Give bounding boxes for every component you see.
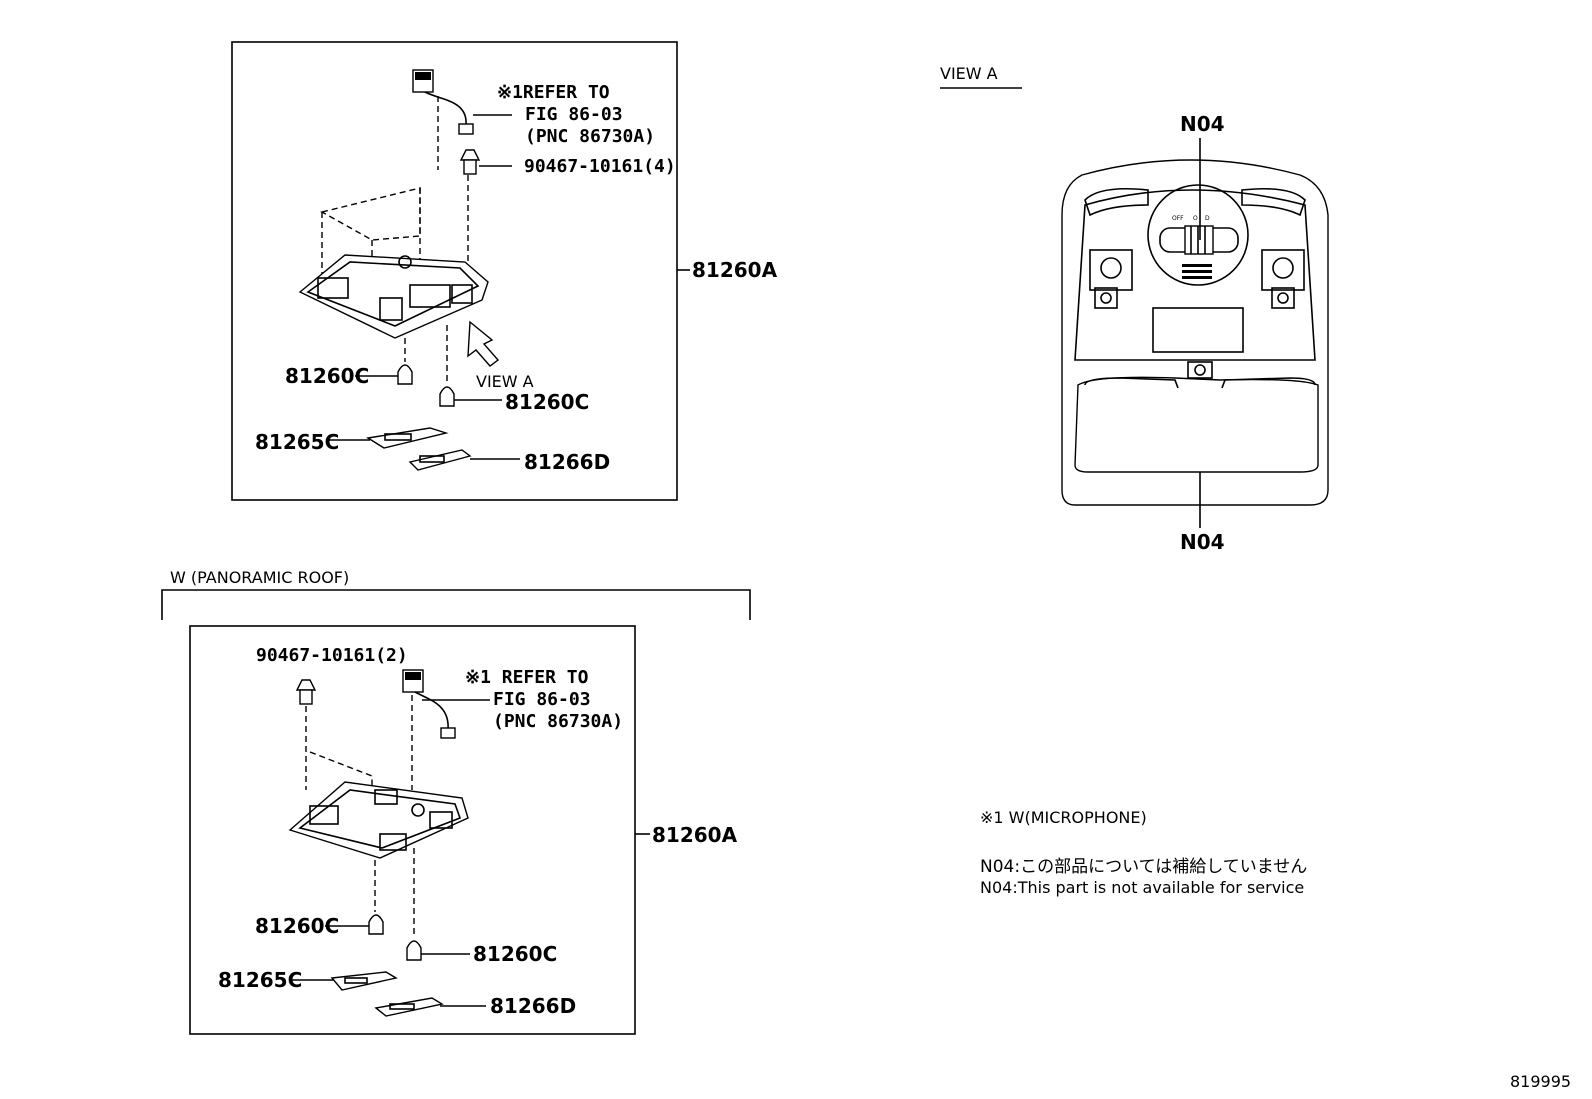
- panoramic-refer-note: ※1 REFER TO FIG 86-03 (PNC 86730A): [465, 667, 623, 733]
- clip-90467: [459, 149, 512, 175]
- top-lens-right-label: 81266D: [524, 450, 611, 474]
- bulb-right-81260C-panoramic: [406, 940, 470, 961]
- lens-81266D: [408, 449, 520, 471]
- connector-wire: [412, 69, 512, 135]
- note-n04-jp: N04:この部品については補給していません: [980, 857, 1308, 877]
- panoramic-lens-right-label: 81266D: [490, 994, 577, 1018]
- lens-81266D-panoramic: [374, 997, 486, 1017]
- view-a-label-bottom: N04: [1180, 530, 1225, 554]
- note-n04-en: N04:This part is not available for servi…: [980, 878, 1305, 897]
- top-refer-line-3: (PNC 86730A): [525, 126, 656, 147]
- panoramic-bulb-left-label: 81260C: [255, 914, 340, 938]
- panoramic-bracket: [161, 589, 751, 620]
- top-refer-line-2: FIG 86-03: [525, 104, 623, 125]
- svg-text:OFF: OFF: [1172, 215, 1184, 222]
- right-map-lamp: [1261, 249, 1305, 309]
- lens-81265C-panoramic: [290, 971, 398, 991]
- view-a-diagram: OFF O D: [940, 87, 1329, 528]
- lens-81265C: [328, 427, 449, 449]
- clip-90467-panoramic: [295, 679, 317, 705]
- view-a-label-top: N04: [1180, 112, 1225, 136]
- figure-number: 819995: [1510, 1072, 1572, 1091]
- panoramic-refer-line-2: FIG 86-03: [493, 689, 591, 710]
- top-clip-label: 90467-10161(4): [524, 156, 676, 177]
- lamp-assembly-81260A-panoramic: [288, 781, 650, 859]
- view-a-title: VIEW A: [940, 64, 998, 83]
- panoramic-frame: [189, 625, 636, 1035]
- panoramic-section: [161, 589, 751, 1035]
- bulb-right-81260C: [439, 386, 502, 407]
- sunglass-holder: [1074, 376, 1319, 473]
- panoramic-clip-label: 90467-10161(2): [256, 645, 408, 666]
- center-switch-panel: [1147, 184, 1249, 286]
- top-bulb-right-label: 81260C: [505, 390, 590, 414]
- panoramic-refer-line-3: (PNC 86730A): [493, 711, 624, 732]
- top-assembly-label: 81260A: [692, 258, 778, 282]
- bulb-left-81260C-panoramic: [325, 914, 384, 935]
- panoramic-lens-left-label: 81265C: [218, 968, 303, 992]
- left-map-lamp: [1089, 249, 1133, 309]
- top-bulb-left-label: 81260C: [285, 364, 370, 388]
- svg-text:O: O: [1193, 215, 1198, 222]
- view-a-arrow: [467, 320, 500, 367]
- lamp-assembly-81260A: [298, 254, 690, 339]
- panoramic-bulb-right-label: 81260C: [473, 942, 558, 966]
- panoramic-refer-line-1: ※1 REFER TO: [465, 667, 589, 688]
- svg-text:D: D: [1205, 215, 1210, 222]
- top-refer-line-1: ※1REFER TO: [497, 82, 610, 103]
- note-microphone: ※1 W(MICROPHONE): [980, 808, 1147, 827]
- top-lens-left-label: 81265C: [255, 430, 340, 454]
- panoramic-assembly-label: 81260A: [652, 823, 738, 847]
- bulb-left-81260C: [355, 364, 413, 385]
- panoramic-title: W (PANORAMIC ROOF): [170, 568, 350, 587]
- connector-wire-panoramic: [402, 669, 490, 739]
- top-view-a-label: VIEW A: [476, 372, 534, 391]
- top-refer-note: ※1REFER TO FIG 86-03 (PNC 86730A): [497, 82, 655, 148]
- top-diagram-frame: [231, 41, 678, 501]
- top-diagram: [231, 41, 690, 501]
